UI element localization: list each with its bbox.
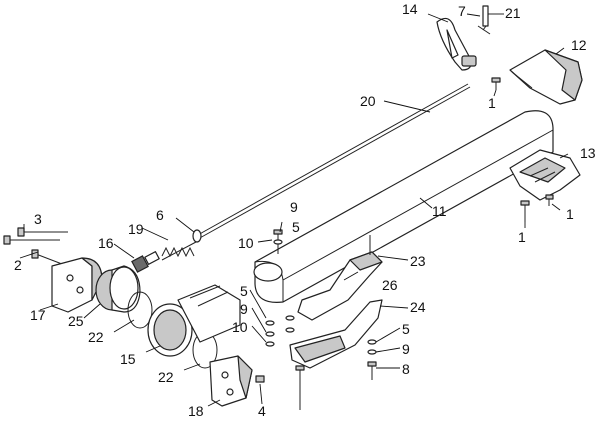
main-bar-part: [253, 110, 554, 303]
callout-20: 20: [360, 93, 376, 109]
lever-part: [436, 17, 477, 71]
callout-2: 2: [14, 257, 22, 273]
callout-5-right: 5: [402, 321, 410, 337]
screw-part: [255, 375, 265, 383]
callout-16: 16: [98, 235, 114, 251]
hanger-bracket-part: [297, 235, 383, 321]
callout-5-top: 5: [292, 219, 300, 235]
callout-18: 18: [188, 403, 204, 419]
callout-26: 26: [382, 277, 398, 293]
bottom-plate-part: [209, 355, 253, 407]
callout-24: 24: [410, 299, 426, 315]
callout-9-right: 9: [402, 341, 410, 357]
callout-23: 23: [410, 253, 426, 269]
callout-15: 15: [120, 351, 136, 367]
callout-22-lower: 22: [158, 369, 174, 385]
callout-25: 25: [68, 313, 84, 329]
callout-10-top: 10: [238, 235, 254, 251]
callout-1-mid: 1: [518, 229, 526, 245]
callout-10-left: 10: [232, 319, 248, 335]
callout-6: 6: [156, 207, 164, 223]
callout-11: 11: [432, 203, 447, 219]
callout-3: 3: [34, 211, 42, 227]
screw-part: [520, 194, 554, 222]
lower-bracket-part: [289, 299, 383, 369]
callout-5-left: 5: [240, 283, 248, 299]
cylinder-part: [95, 265, 141, 313]
callout-21: 21: [505, 5, 521, 21]
pin-part: [477, 5, 491, 35]
end-bracket-part: [509, 149, 581, 201]
callout-1-top: 1: [488, 95, 496, 111]
callout-17: 17: [30, 307, 46, 323]
callout-12: 12: [571, 37, 587, 53]
leader-lines: [19, 13, 569, 407]
end-plate-part: [51, 257, 103, 313]
end-cap-part: [509, 49, 583, 105]
callout-19: 19: [128, 221, 144, 237]
callout-8: 8: [402, 361, 410, 377]
callout-9-top: 9: [290, 199, 298, 215]
housing-part: [147, 284, 241, 357]
callout-labels: 14 7 21 12 1 20 13 11 1 1 6 19 16 3 2 17…: [14, 1, 596, 419]
spring-assembly-part: [131, 229, 202, 273]
callout-13: 13: [580, 145, 596, 161]
callout-4: 4: [258, 403, 266, 419]
callout-7: 7: [458, 3, 466, 19]
screw-part: [491, 77, 501, 90]
callout-22-upper: 22: [88, 329, 104, 345]
callout-14: 14: [402, 1, 418, 17]
callout-9-left: 9: [240, 301, 248, 317]
callout-1-right: 1: [566, 206, 574, 222]
rod-part: [195, 83, 471, 240]
